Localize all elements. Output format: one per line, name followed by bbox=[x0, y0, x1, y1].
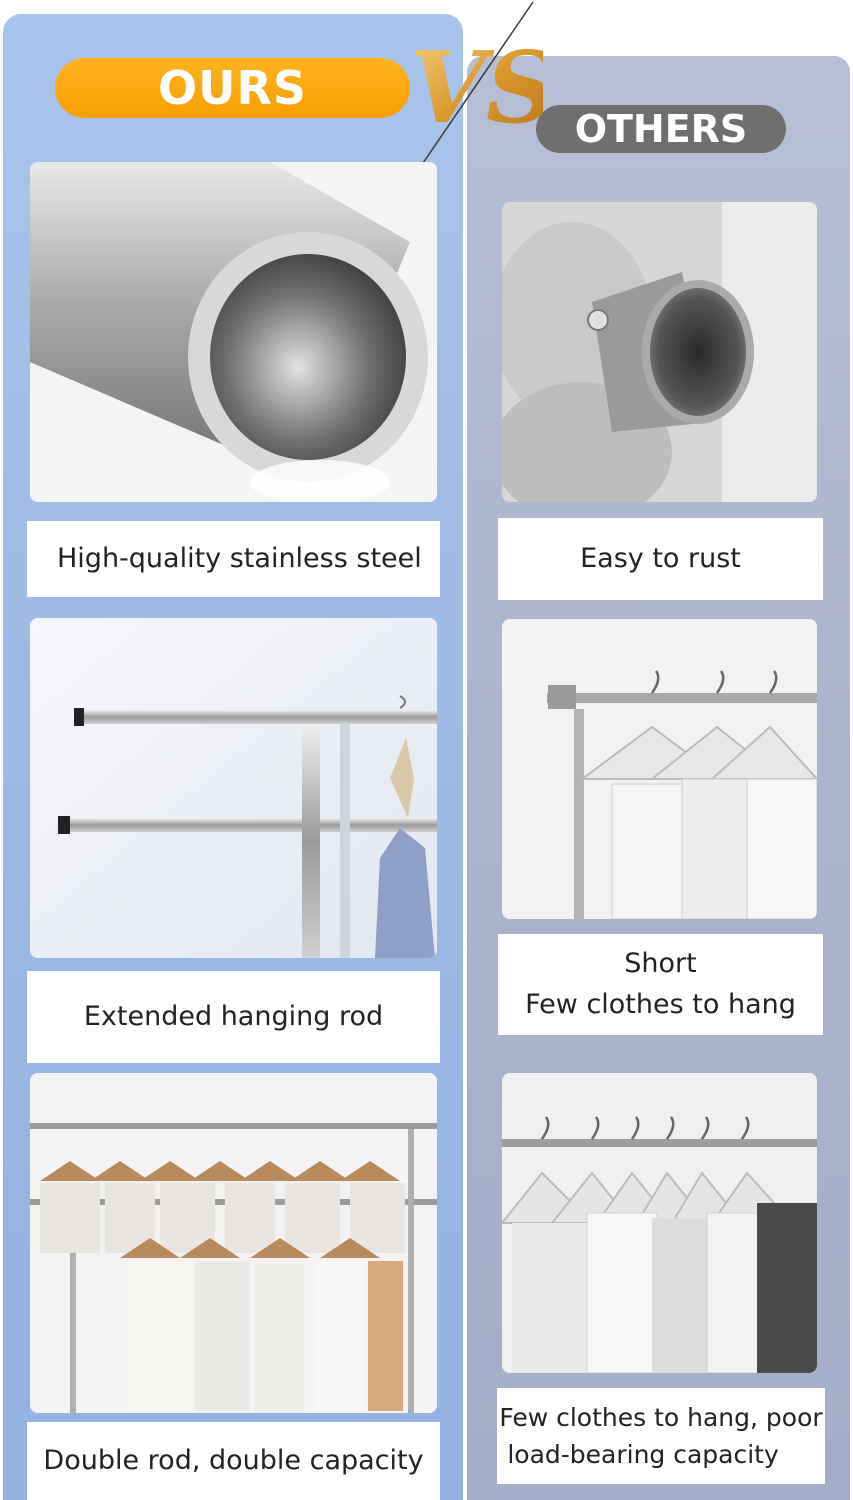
others-badge: OTHERS bbox=[536, 105, 786, 153]
ours-caption-2-text: Extended hanging rod bbox=[83, 1000, 384, 1032]
others-caption-2: Short Few clothes to hang bbox=[498, 934, 823, 1035]
ours-caption-2: Extended hanging rod bbox=[27, 971, 440, 1063]
vs-logo: VS bbox=[398, 0, 557, 190]
vs-text: VS bbox=[410, 31, 543, 146]
extended-rod-image bbox=[30, 618, 437, 958]
ours-caption-1: High-quality stainless steel bbox=[27, 521, 440, 597]
others-caption-2-line2: Few clothes to hang bbox=[525, 988, 796, 1020]
double-rod-rack-image bbox=[30, 1073, 437, 1413]
others-caption-3: Few clothes to hang, poor load-bearing c… bbox=[497, 1388, 825, 1484]
others-caption-3-line2: load-bearing capacity bbox=[507, 1440, 779, 1469]
others-caption-3-stack: Few clothes to hang, poor load-bearing c… bbox=[499, 1399, 822, 1474]
stainless-steel-tube-image bbox=[30, 162, 437, 502]
ours-caption-3: Double rod, double capacity bbox=[27, 1422, 440, 1500]
others-caption-1: Easy to rust bbox=[498, 518, 823, 600]
short-rod-image bbox=[502, 619, 817, 919]
others-caption-1-text: Easy to rust bbox=[580, 542, 741, 574]
panel-divider bbox=[463, 14, 467, 1500]
single-rod-image bbox=[502, 1073, 817, 1373]
ours-caption-1-text: High-quality stainless steel bbox=[57, 542, 422, 574]
others-caption-3-line1: Few clothes to hang, poor bbox=[499, 1402, 823, 1432]
others-caption-2-stack: Short Few clothes to hang bbox=[525, 944, 796, 1025]
others-caption-2-line1: Short bbox=[624, 948, 697, 979]
rusty-tube-image bbox=[502, 202, 817, 502]
ours-caption-3-text: Double rod, double capacity bbox=[43, 1444, 424, 1476]
ours-badge: OURS bbox=[55, 58, 410, 118]
